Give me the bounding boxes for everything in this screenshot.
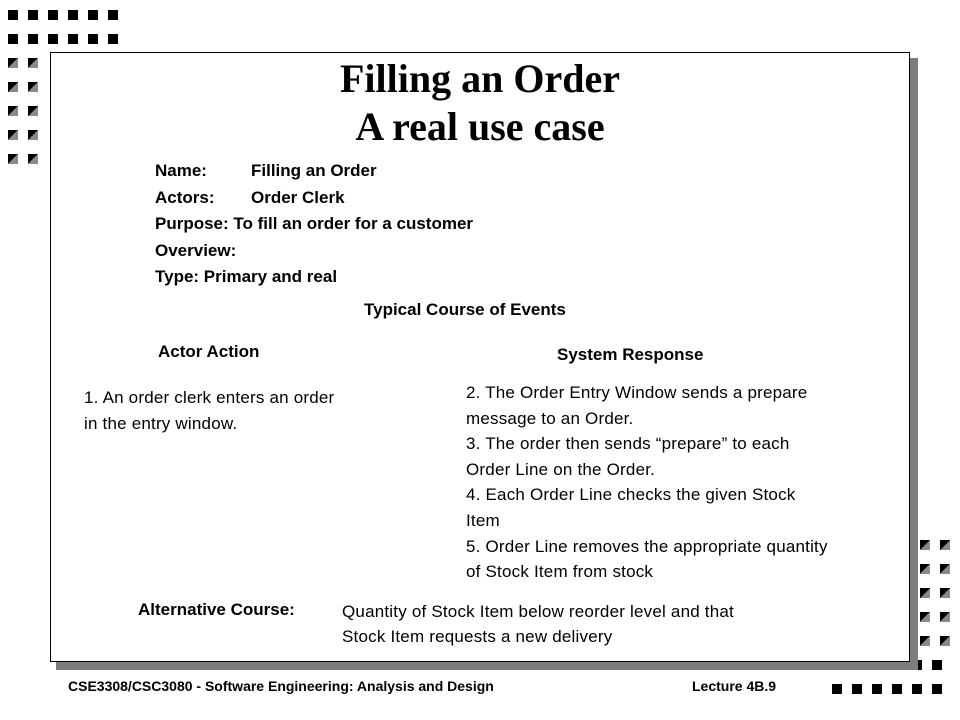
decorative-square — [68, 10, 78, 20]
decorative-square — [8, 58, 18, 68]
decorative-square — [920, 636, 930, 646]
decorative-square — [28, 58, 38, 68]
slide-title-line2: A real use case — [355, 104, 605, 149]
use-case-fields: Name: Filling an Order Actors: Order Clerk… — [155, 158, 473, 291]
slide-title-line1: Filling an Order — [340, 56, 620, 101]
actor-step-line: 1. An order clerk enters an order — [84, 388, 335, 407]
actor-steps: 1. An order clerk enters an order in the… — [84, 385, 334, 436]
decorative-square — [8, 34, 18, 44]
system-step-line: 5. Order Line removes the appropriate qu… — [466, 536, 828, 556]
system-step-line: Item — [466, 510, 500, 530]
decorative-square — [940, 612, 950, 622]
system-response-heading: System Response — [557, 345, 704, 364]
decorative-square — [28, 10, 38, 20]
decorative-square — [8, 82, 18, 92]
field-overview: Overview: — [155, 240, 237, 260]
decorative-square — [8, 10, 18, 20]
decorative-square — [940, 564, 950, 574]
decorative-square — [48, 34, 58, 44]
decorative-square — [940, 540, 950, 550]
alternative-line: Stock Item requests a new delivery — [342, 627, 613, 646]
decorative-square — [8, 106, 18, 116]
decorative-square — [28, 82, 38, 92]
decorative-square — [48, 10, 58, 20]
decorative-square — [920, 612, 930, 622]
system-step-line: 2. The Order Entry Window sends a prepar… — [466, 383, 808, 402]
typical-course-heading: Typical Course of Events — [364, 300, 566, 319]
decorative-square — [852, 684, 862, 694]
actor-step-line: in the entry window. — [84, 413, 238, 433]
decorative-square — [920, 588, 930, 598]
alternative-course-label: Alternative Course: — [138, 600, 295, 619]
alternative-line: Quantity of Stock Item below reorder lev… — [342, 602, 734, 621]
system-step-line: of Stock Item from stock — [466, 562, 654, 582]
decorative-square — [8, 130, 18, 140]
decorative-square — [872, 684, 882, 694]
decorative-square — [88, 34, 98, 44]
footer-lecture: Lecture 4B.9 — [692, 678, 777, 694]
content-frame — [50, 52, 910, 662]
system-step-line: message to an Order. — [466, 408, 634, 428]
system-step-line: 3. The order then sends “prepare” to eac… — [466, 434, 790, 454]
decorative-square — [832, 684, 842, 694]
decorative-square — [920, 540, 930, 550]
decorative-square — [940, 588, 950, 598]
system-steps: 2. The Order Entry Window sends a prepar… — [466, 380, 828, 585]
decorative-square — [932, 660, 942, 670]
decorative-square — [28, 106, 38, 116]
decorative-square — [940, 636, 950, 646]
decorative-square — [28, 154, 38, 164]
field-purpose: Purpose: To fill an order for a customer — [155, 214, 474, 233]
system-step-line: Order Line on the Order. — [466, 459, 656, 479]
field-name-value: Filling an Order — [251, 161, 377, 180]
actor-action-heading: Actor Action — [158, 342, 260, 361]
decorative-square — [8, 154, 18, 164]
decorative-square — [108, 34, 118, 44]
field-actors-value: Order Clerk — [251, 187, 345, 207]
decorative-square — [108, 10, 118, 20]
decorative-square — [912, 684, 922, 694]
decorative-square — [28, 34, 38, 44]
field-name: Name: Filling an Order — [155, 158, 473, 185]
system-step-line: 4. Each Order Line checks the given Stoc… — [466, 485, 796, 505]
decorative-square — [920, 564, 930, 574]
alternative-course-text: Quantity of Stock Item below reorder lev… — [342, 599, 734, 649]
field-name-label: Name: — [155, 161, 207, 180]
decorative-square — [892, 684, 902, 694]
decorative-square — [932, 684, 942, 694]
footer-course: CSE3308/CSC3080 - Software Engineering: … — [68, 678, 494, 694]
field-type: Type: Primary and real — [155, 267, 338, 286]
decorative-square — [88, 10, 98, 20]
field-actors: Actors: Order Clerk — [155, 185, 473, 212]
decorative-square — [28, 130, 38, 140]
field-actors-label: Actors: — [155, 187, 215, 207]
decorative-square — [68, 34, 78, 44]
